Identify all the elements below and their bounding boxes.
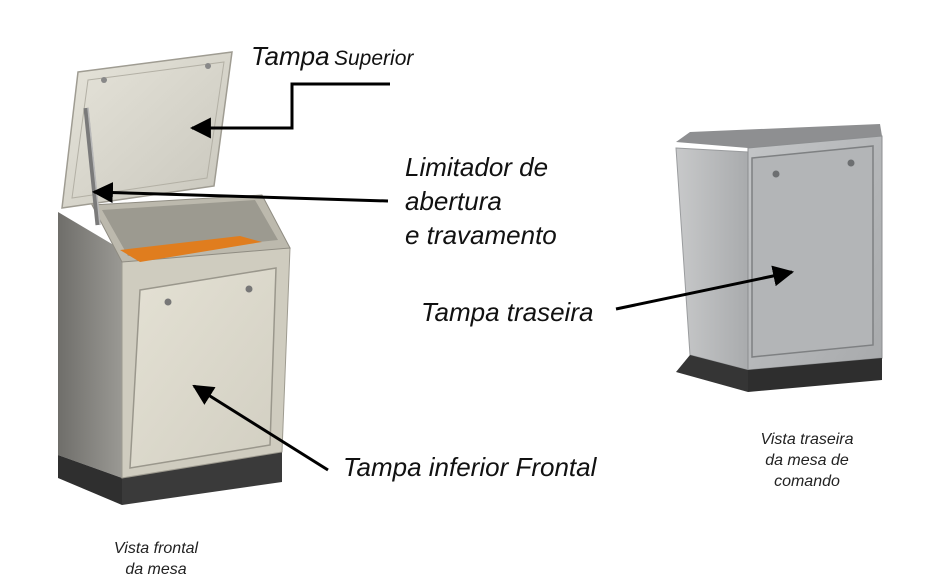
rear-desk-top — [676, 124, 882, 148]
top-lid — [61, 51, 233, 209]
caption-front-line2: da mesa — [125, 561, 187, 578]
arrow-tampa-superior — [189, 82, 390, 139]
rear-desk-side — [675, 147, 749, 371]
door-screw-left — [164, 298, 172, 306]
rear-door-screw-left — [772, 170, 780, 178]
front-desk-side-panel — [58, 212, 122, 478]
rear-desk-base-side — [676, 355, 748, 392]
label-tampa-superior-sub: Superior — [334, 47, 414, 70]
front-desk-base-side — [58, 455, 122, 505]
label-tampa-inferior: Tampa inferior Frontal — [343, 452, 597, 482]
arrow-tampa-inferior — [192, 384, 329, 472]
lid-screw-right — [205, 63, 211, 69]
caption-rear-line3: comando — [774, 473, 840, 490]
rear-desk-illustration — [675, 124, 883, 392]
label-tampa-traseira: Tampa traseira — [421, 297, 594, 327]
label-tampa-superior-main: Tampa — [251, 41, 330, 71]
arrow-limitador — [91, 182, 389, 204]
top-lid-inner-edge — [71, 61, 225, 199]
caption-rear-line1: Vista traseira — [760, 431, 854, 448]
rear-door-screw-right — [847, 159, 855, 167]
caption-front-view: Vista frontal da mesa — [86, 538, 226, 580]
label-tampa-superior: Tampa Superior — [251, 41, 413, 71]
front-desk-orange-rail — [120, 236, 262, 262]
caption-rear-line2: da mesa de — [765, 452, 849, 469]
arrow-tampa-traseira — [615, 265, 795, 311]
label-limitador-line2: abertura — [405, 186, 502, 216]
rear-desk-base-back — [748, 358, 882, 392]
pointer-arrows — [91, 82, 795, 472]
label-limitador-line3: e travamento — [405, 220, 557, 250]
front-lower-door — [129, 267, 277, 469]
front-desk-base-front — [122, 452, 282, 505]
door-screw-right — [245, 285, 253, 293]
caption-rear-view: Vista traseira da mesa de comando — [734, 429, 880, 492]
label-limitador-line1: Limitador de — [405, 152, 549, 182]
opening-limiter-arm — [83, 107, 101, 226]
front-desk-illustration — [58, 51, 291, 505]
lid-screw-left — [101, 77, 107, 83]
rear-door — [751, 145, 874, 358]
caption-front-line1: Vista frontal — [113, 540, 199, 557]
